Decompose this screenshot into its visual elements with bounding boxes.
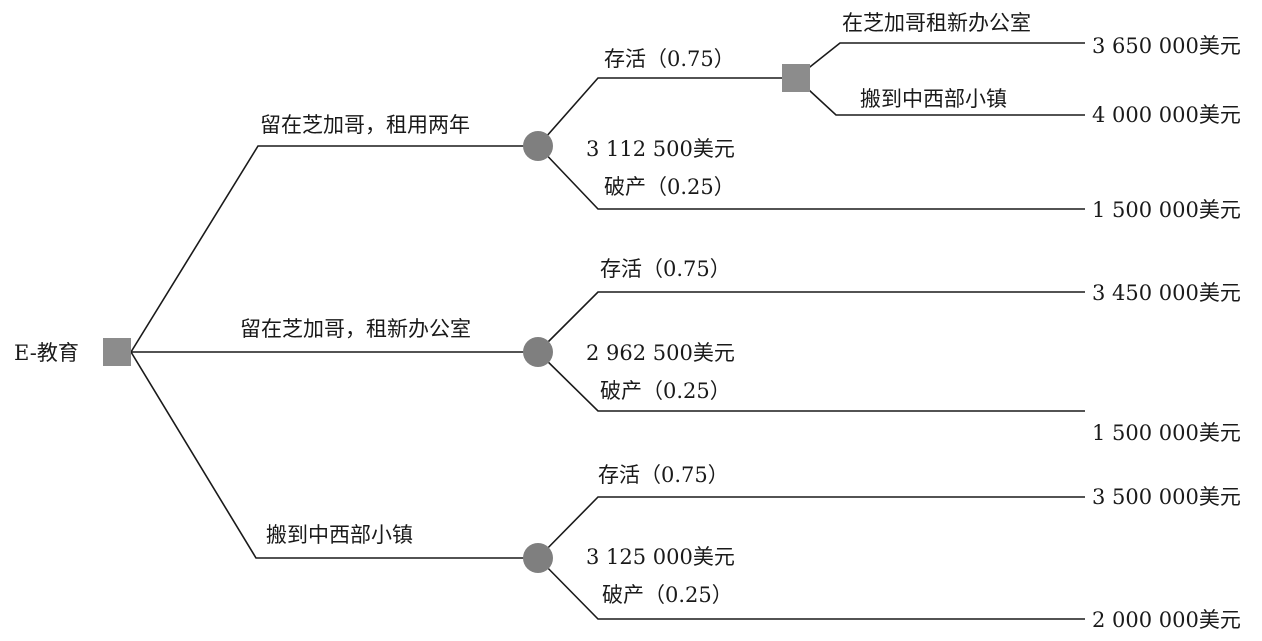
- a2-survive-line: [537, 291, 1085, 353]
- a2-expected-value: 2 962 500美元: [586, 341, 735, 365]
- a3-bankrupt-line: [537, 557, 1085, 620]
- a3-bankrupt-payoff: 2 000 000美元: [1092, 608, 1241, 632]
- a2-bankrupt-payoff: 1 500 000美元: [1092, 421, 1241, 445]
- a1-bankrupt-label: 破产（0.25）: [604, 175, 735, 199]
- a1-survive-line: [537, 77, 796, 147]
- d2-option2-label: 搬到中西部小镇: [860, 87, 1007, 111]
- a3-bankrupt-label: 破产（0.25）: [602, 583, 733, 607]
- branch-a1-line: [130, 145, 538, 353]
- a2-bankrupt-line: [537, 351, 1085, 412]
- chance-node-a2: [523, 337, 553, 367]
- a3-expected-value: 3 125 000美元: [586, 545, 735, 569]
- a3-survive-label: 存活（0.75）: [598, 463, 729, 487]
- root-decision-node: [103, 338, 131, 366]
- a1-bankrupt-payoff: 1 500 000美元: [1092, 198, 1241, 222]
- alternative-a2-label: 留在芝加哥，租新办公室: [240, 317, 471, 341]
- second-decision-node: [782, 64, 810, 92]
- a1-expected-value: 3 112 500美元: [586, 137, 735, 161]
- a2-survive-label: 存活（0.75）: [600, 257, 731, 281]
- a1-bankrupt-line: [537, 145, 1085, 210]
- root-label: E-教育: [14, 341, 79, 365]
- d2-option1-label: 在芝加哥租新办公室: [842, 11, 1031, 35]
- d2-option1-line: [795, 42, 1085, 79]
- a3-survive-payoff: 3 500 000美元: [1092, 485, 1241, 509]
- a2-survive-payoff: 3 450 000美元: [1092, 281, 1241, 305]
- a2-bankrupt-label: 破产（0.25）: [600, 379, 731, 403]
- a1-survive-label: 存活（0.75）: [604, 47, 735, 71]
- alternative-a3-label: 搬到中西部小镇: [266, 523, 413, 547]
- d2-option1-payoff: 3 650 000美元: [1092, 34, 1241, 58]
- d2-option2-payoff: 4 000 000美元: [1092, 103, 1241, 127]
- chance-node-a1: [523, 131, 553, 161]
- branch-a3-line: [130, 351, 538, 559]
- chance-node-a3: [523, 543, 553, 573]
- alternative-a1-label: 留在芝加哥，租用两年: [260, 113, 470, 137]
- a3-survive-line: [537, 496, 1085, 559]
